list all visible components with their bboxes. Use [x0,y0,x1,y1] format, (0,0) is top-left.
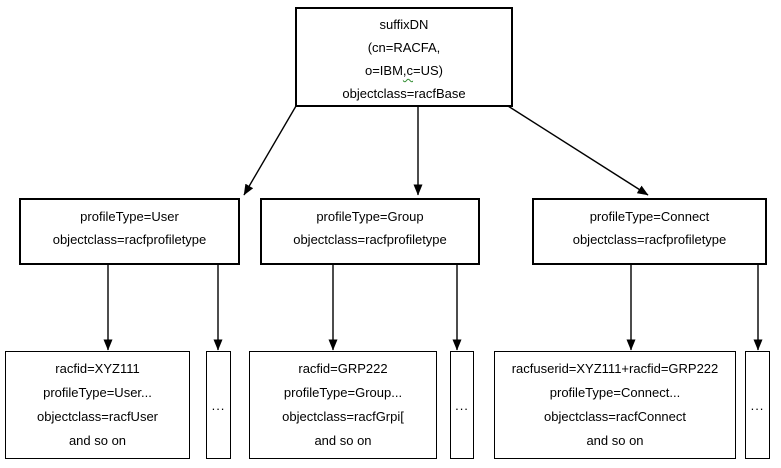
profile-user-line-1: profileType=User [80,209,179,224]
profile-group-line-1: profileType=Group [316,209,424,224]
root-line-3-post: =US) [413,63,444,78]
entry-user-line-1: racfid=XYZ111 [55,361,140,376]
entry-connect-line-4: and so on [586,433,644,448]
more-group-label: ... [455,397,469,413]
arrow-root-to-user-profile [243,105,297,196]
node-profiletype-user: profileType=User objectclass=racfprofile… [19,198,240,265]
entry-group-line-2: profileType=Group... [283,385,403,400]
entry-group-line-3: objectclass=racfGrpi[ [282,409,404,424]
node-more-connect: ... [745,351,770,459]
profile-connect-line-1: profileType=Connect [589,209,710,224]
node-suffixdn-root: suffixDN (cn=RACFA, o=IBM,c=US) objectcl… [295,7,513,107]
arrow-root-to-connect-profile [507,105,649,196]
node-more-group: ... [450,351,474,459]
profile-group-line-2: objectclass=racfprofiletype [293,232,447,247]
profile-user-line-2: objectclass=racfprofiletype [52,232,207,247]
entry-connect-line-3: objectclass=racfConnect [544,409,686,424]
entry-user-line-4: and so on [68,433,127,448]
root-line-4: objectclass=racfBase [342,86,466,101]
more-connect-label: ... [750,397,765,413]
node-more-user: ... [206,351,231,459]
node-profiletype-connect: profileType=Connect objectclass=racfprof… [532,198,767,265]
entry-connect-line-1: racfuserid=XYZ111+racfid=GRP222 [511,361,719,376]
entry-group-line-1: racfid=GRP222 [298,361,388,376]
root-line-2: (cn=RACFA, [367,40,441,55]
node-entry-user: racfid=XYZ111 profileType=User... object… [5,351,190,459]
entry-user-line-3: objectclass=racfUser [36,409,159,424]
root-line-3: o=IBM,c=US) [297,59,511,82]
node-entry-group: racfid=GRP222 profileType=Group... objec… [249,351,437,459]
root-line-1: suffixDN [379,17,429,32]
entry-connect-line-2: profileType=Connect... [549,385,681,400]
profile-connect-line-2: objectclass=racfprofiletype [572,232,727,247]
entry-user-line-2: profileType=User... [43,385,152,400]
node-entry-connect: racfuserid=XYZ111+racfid=GRP222 profileT… [494,351,736,459]
entry-group-line-4: and so on [314,433,372,448]
node-profiletype-group: profileType=Group objectclass=racfprofil… [260,198,480,265]
grammar-squiggle-text: ,c [402,63,414,78]
more-user-label: ... [211,397,226,413]
root-line-3-pre: o=IBM [364,63,403,78]
